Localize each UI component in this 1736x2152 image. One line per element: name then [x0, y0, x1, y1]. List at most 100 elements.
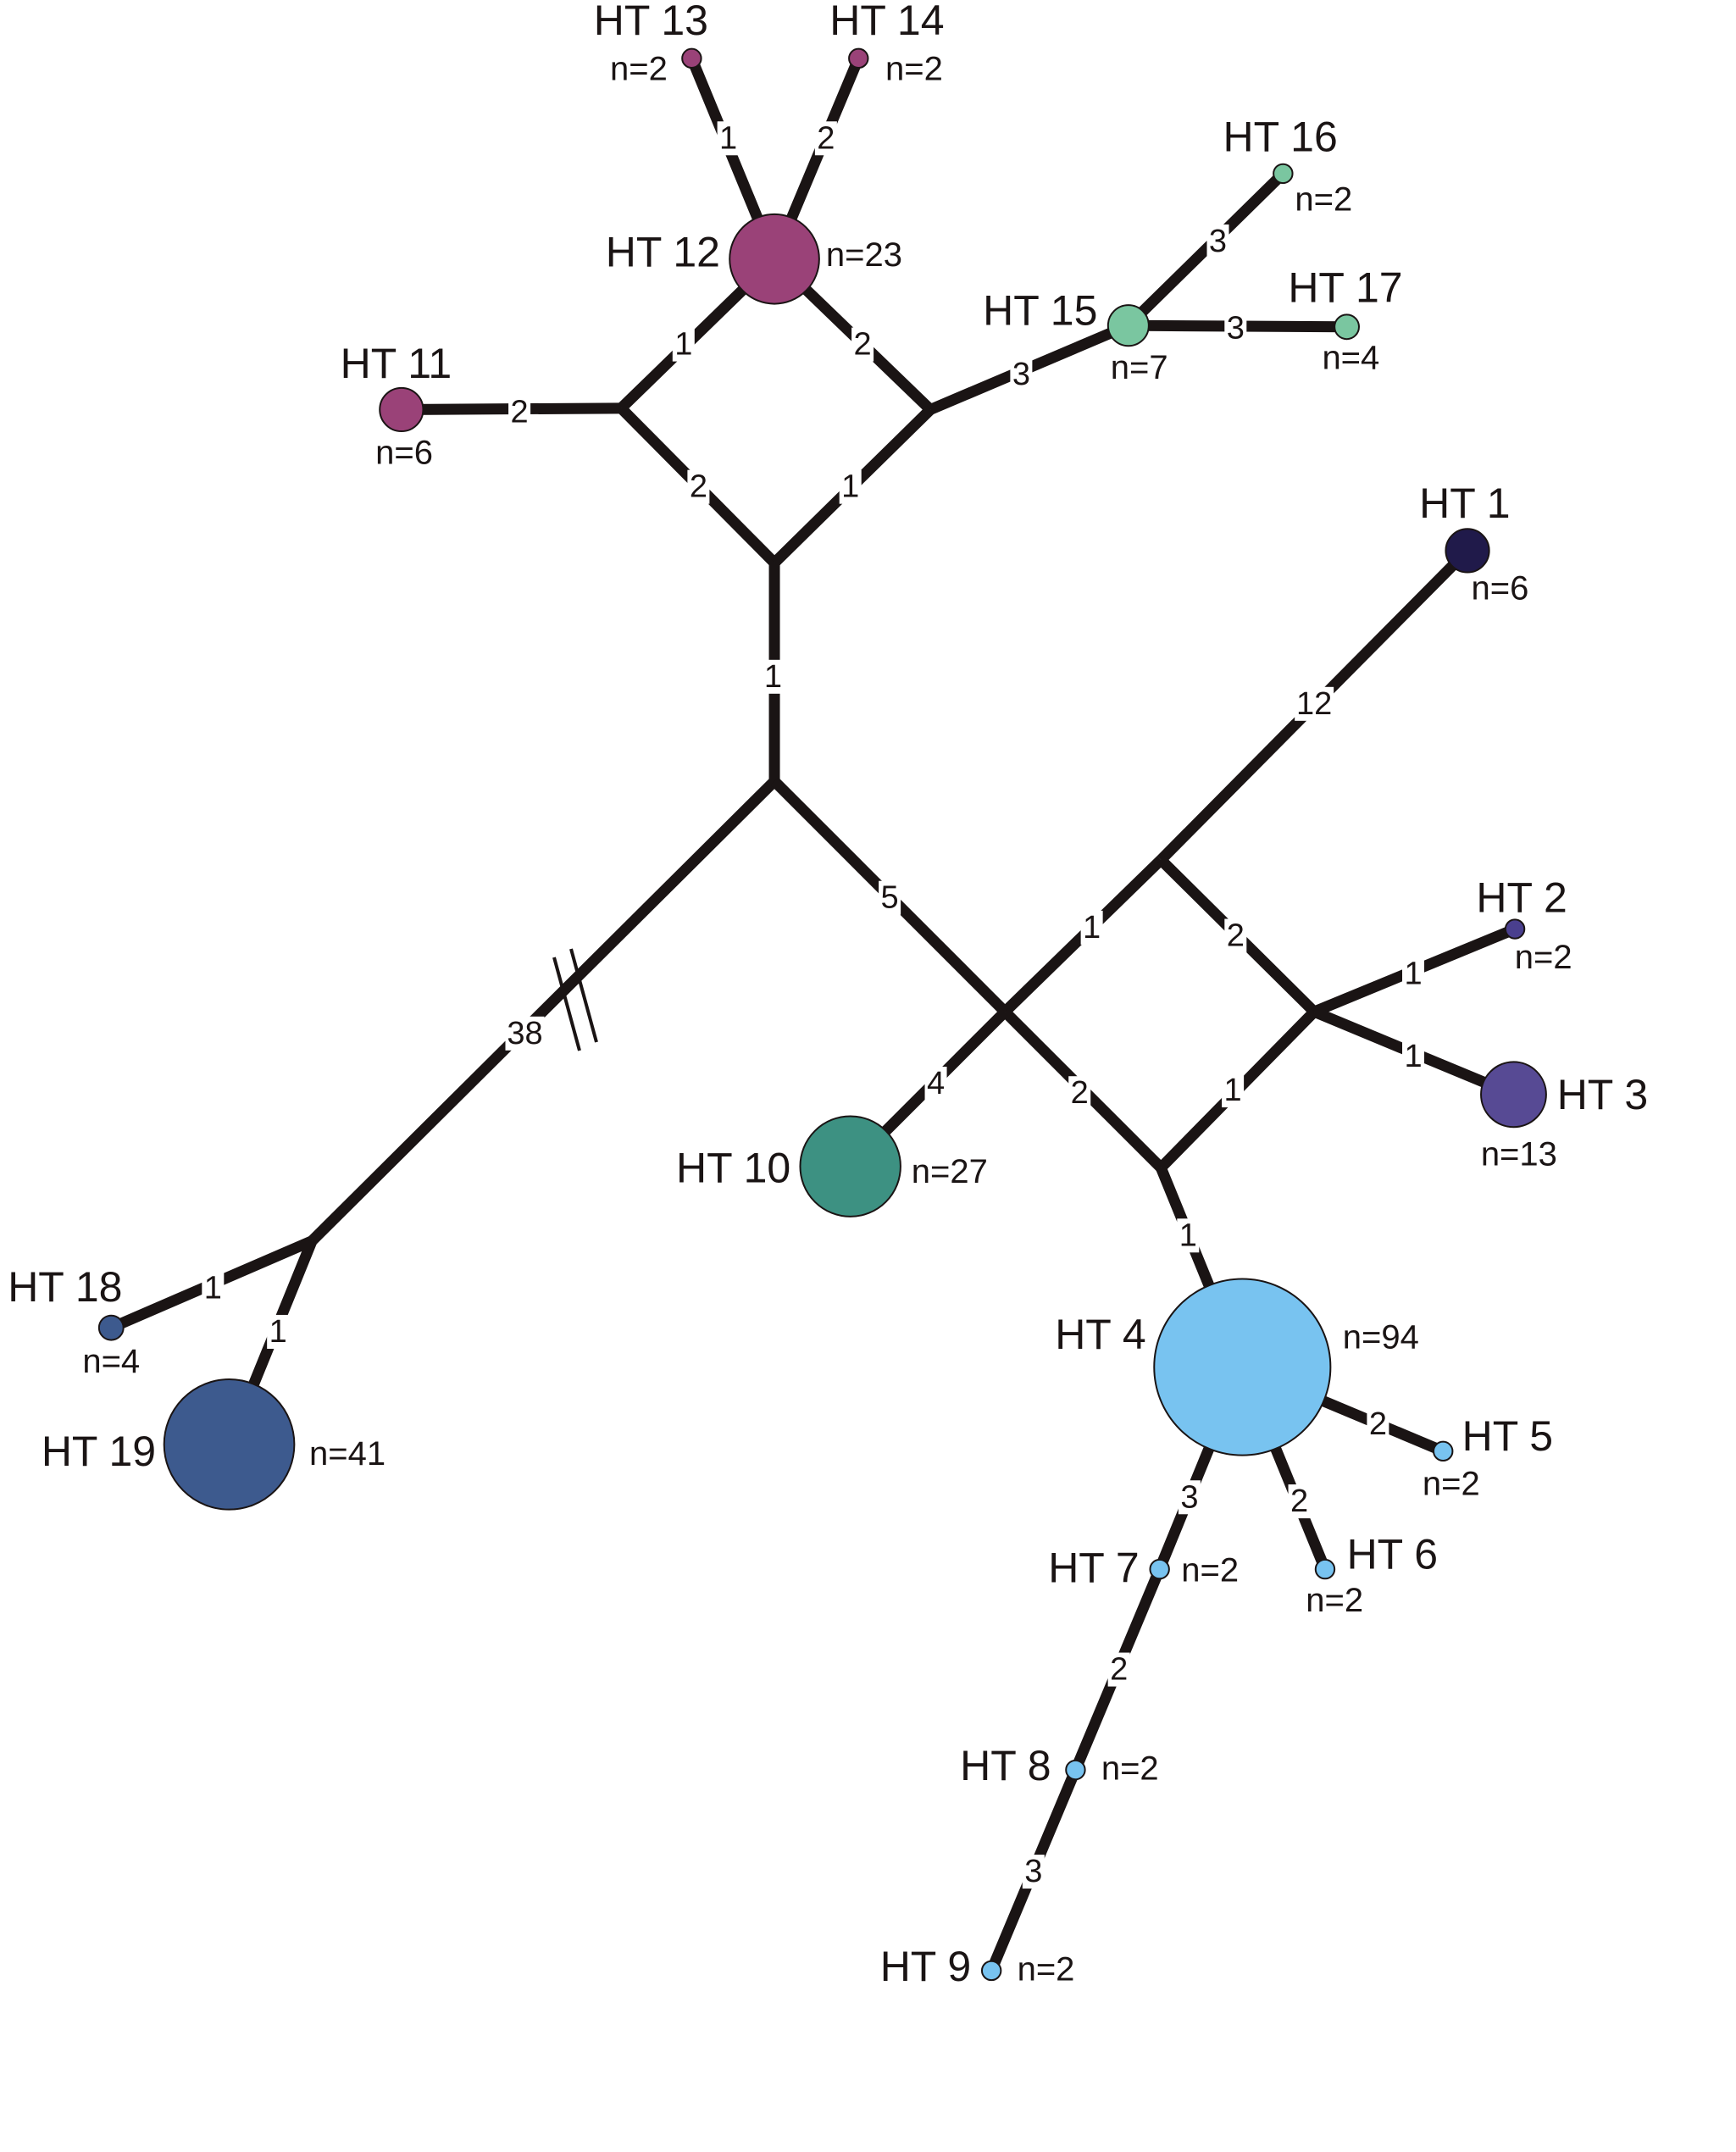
mutation-count-label: 1	[1179, 1217, 1197, 1253]
edge-label-background	[672, 327, 695, 362]
mutation-count-label: 1	[674, 327, 692, 363]
haplotype-node-ht15	[1106, 304, 1150, 347]
edge-label-background	[1222, 1073, 1245, 1108]
haplotype-node-ht10	[799, 1115, 901, 1217]
mutation-count-label: 1	[1083, 910, 1101, 946]
haplotype-node-ht14	[848, 47, 869, 69]
mutation-count-label: 3	[1024, 1854, 1042, 1889]
haplotype-name-ht6: HT 6	[1347, 1530, 1438, 1578]
edge-label-background	[1107, 1652, 1130, 1687]
haplotype-node-ht9	[980, 1960, 1002, 1982]
mutation-count-label: 38	[507, 1016, 542, 1051]
edge-ht15-ht16	[1124, 169, 1287, 330]
branch-break-mark	[552, 948, 598, 1051]
mutation-count-label: 2	[817, 120, 835, 156]
haplotype-node-ht17	[1334, 313, 1360, 341]
edge-label-background	[839, 469, 862, 504]
haplotype-count-ht3: n=13	[1481, 1135, 1557, 1173]
haplotype-node-ht7	[1149, 1558, 1170, 1580]
haplotype-count-ht18: n=4	[82, 1343, 140, 1380]
edge-label-background	[1178, 1480, 1201, 1515]
haplotype-name-ht19: HT 19	[42, 1428, 156, 1475]
haplotype-name-ht13: HT 13	[594, 0, 708, 44]
edge-label-background	[717, 121, 740, 156]
mutation-count-label: 1	[204, 1271, 222, 1306]
haplotype-node-ht19	[163, 1378, 296, 1511]
haplotype-name-ht17: HT 17	[1288, 263, 1402, 311]
mutation-count-label: 2	[1290, 1484, 1308, 1519]
haplotype-count-ht9: n=2	[1018, 1950, 1075, 1988]
haplotype-name-ht7: HT 7	[1048, 1545, 1139, 1592]
edge-label-background	[1224, 918, 1247, 953]
edge-label-background	[508, 395, 531, 430]
edge-label-background	[879, 880, 901, 915]
haplotype-count-ht6: n=2	[1306, 1582, 1363, 1619]
haplotype-node-ht12	[729, 213, 820, 305]
haplotype-count-ht14: n=2	[885, 51, 943, 88]
edge-label-background	[1288, 1484, 1311, 1519]
haplotype-name-ht16: HT 16	[1223, 114, 1338, 161]
edge-v4-v5	[308, 777, 779, 1245]
haplotype-name-ht18: HT 18	[8, 1263, 122, 1311]
edge-label-background	[924, 1067, 947, 1101]
edge-label-background	[1206, 224, 1229, 258]
edge-label-background	[1367, 1406, 1389, 1441]
mutation-count-label: 3	[1227, 310, 1245, 346]
haplotype-node-ht2	[1504, 918, 1526, 940]
mutation-count-label: 2	[690, 469, 707, 505]
mutation-count-label: 1	[1404, 1039, 1422, 1074]
edge-label-background	[1402, 957, 1425, 991]
haplotype-name-ht14: HT 14	[829, 0, 944, 44]
mutation-count-label: 3	[1012, 357, 1030, 392]
haplotype-count-ht19: n=41	[309, 1435, 385, 1473]
haplotype-count-ht2: n=2	[1515, 939, 1572, 976]
mutation-count-label: 1	[841, 469, 859, 505]
mutation-count-label: 2	[1227, 918, 1245, 954]
haplotype-name-ht3: HT 3	[1557, 1071, 1648, 1118]
haplotype-node-ht4	[1153, 1278, 1332, 1456]
mutation-count-label: 2	[1071, 1075, 1089, 1111]
edge-label-background	[1022, 1855, 1045, 1889]
haplotype-node-ht6	[1314, 1558, 1336, 1580]
mutation-count-label: 1	[269, 1314, 287, 1350]
haplotype-name-ht5: HT 5	[1462, 1412, 1553, 1460]
haplotype-name-ht9: HT 9	[880, 1943, 971, 1990]
haplotype-name-ht12: HT 12	[606, 229, 720, 276]
edge-label-background	[267, 1314, 290, 1349]
haplotype-count-ht11: n=6	[375, 435, 433, 472]
mutation-count-label: 2	[854, 327, 872, 363]
haplotype-node-ht3	[1480, 1061, 1547, 1129]
edge-label-background	[687, 469, 710, 504]
mutation-count-label: 3	[1209, 224, 1227, 259]
edge-label-background	[1010, 357, 1033, 391]
haplotype-count-ht17: n=4	[1322, 340, 1379, 377]
haplotype-name-ht2: HT 2	[1476, 874, 1567, 922]
mutation-count-label: 2	[511, 395, 529, 430]
mutation-count-label: 4	[927, 1066, 945, 1101]
haplotype-count-ht13: n=2	[610, 51, 668, 88]
haplotype-node-ht13	[681, 47, 702, 69]
haplotype-count-ht1: n=6	[1472, 570, 1529, 607]
edge-label-background	[762, 659, 785, 694]
edge-label-background	[1295, 686, 1334, 721]
haplotype-node-ht5	[1433, 1440, 1454, 1462]
mutation-count-label: 2	[1369, 1406, 1387, 1442]
edge-label-background	[851, 327, 874, 362]
haplotype-count-ht10: n=27	[912, 1153, 988, 1190]
mutation-count-label: 1	[1224, 1073, 1242, 1108]
mutation-count-label: 3	[1180, 1479, 1198, 1515]
haplotype-count-ht5: n=2	[1423, 1465, 1480, 1502]
edge-label-background	[1080, 910, 1103, 945]
haplotype-count-ht4: n=94	[1343, 1318, 1419, 1356]
edge-label-background	[1177, 1218, 1200, 1253]
haplotype-count-ht7: n=2	[1181, 1552, 1239, 1589]
edge-label-background	[202, 1271, 225, 1306]
haplotype-node-ht16	[1273, 163, 1294, 185]
mutation-count-label: 5	[881, 880, 899, 916]
haplotype-name-ht4: HT 4	[1055, 1311, 1145, 1358]
mutation-count-label: 1	[1404, 956, 1422, 991]
edge-label-background	[1402, 1040, 1425, 1074]
